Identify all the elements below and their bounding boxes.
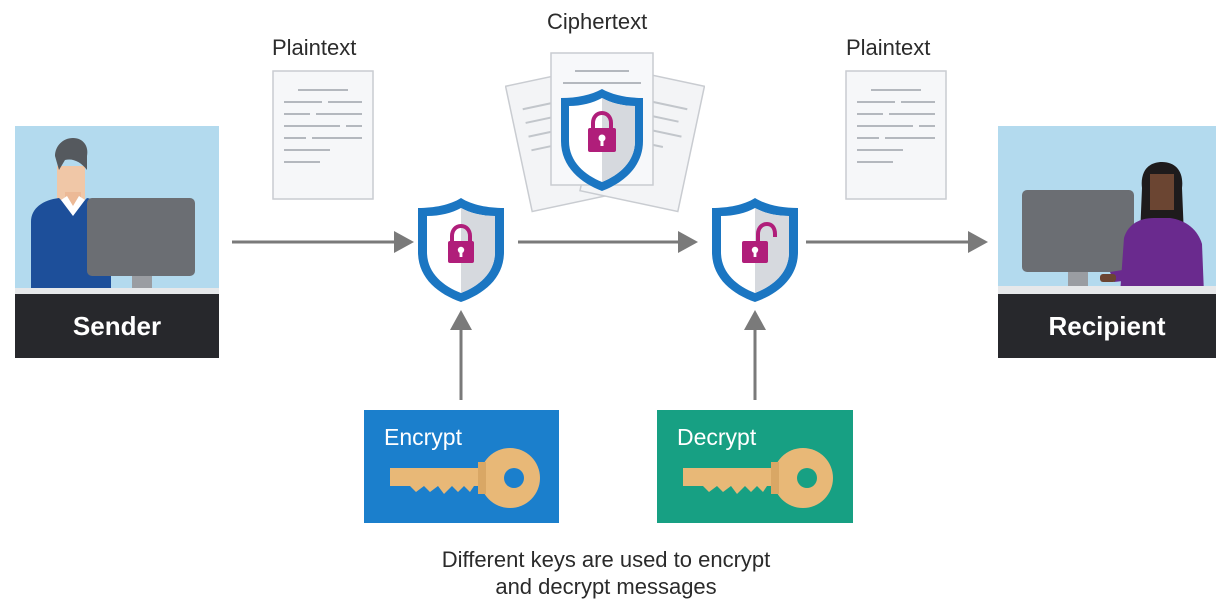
encrypt-key-icon: [390, 448, 540, 508]
recipient-scene: [998, 126, 1216, 294]
decrypt-label: Decrypt: [677, 424, 757, 450]
ciphertext-documents-icon: [505, 45, 705, 213]
recipient-label: Recipient: [1048, 310, 1166, 341]
plaintext-label-right: Plaintext: [846, 35, 931, 60]
recipient-illustration: [998, 162, 1216, 294]
arrow-sender-to-encrypt: [232, 230, 416, 254]
recipient-name-bar: Recipient: [998, 294, 1216, 358]
plaintext-document-icon-right: [843, 68, 949, 202]
plaintext-document-icon-left: [270, 68, 376, 202]
sender-label: Sender: [72, 310, 162, 341]
encrypt-label: Encrypt: [384, 424, 462, 450]
sender-scene: [15, 126, 219, 294]
decrypt-shield-unlock-icon: [708, 196, 802, 304]
ciphertext-label: Ciphertext: [547, 9, 648, 34]
arrow-encrypt-key-to-shield: [449, 308, 473, 402]
arrow-decrypt-key-to-shield: [743, 308, 767, 402]
sender-name-bar: Sender: [15, 294, 219, 358]
encrypt-key-card: Encrypt: [364, 410, 559, 523]
decrypt-key-icon: [683, 448, 833, 508]
diagram-caption: Different keys are used to encrypt and d…: [380, 546, 832, 600]
sender-illustration: [15, 138, 219, 294]
decrypt-key-card: Decrypt: [657, 410, 853, 523]
plaintext-label-left: Plaintext: [272, 35, 357, 60]
caption-line-2: and decrypt messages: [495, 574, 717, 599]
arrow-decrypt-to-recipient: [806, 230, 992, 254]
arrow-encrypt-to-decrypt: [518, 230, 702, 254]
caption-line-1: Different keys are used to encrypt: [441, 547, 771, 572]
encrypt-shield-lock-icon: [414, 196, 508, 304]
